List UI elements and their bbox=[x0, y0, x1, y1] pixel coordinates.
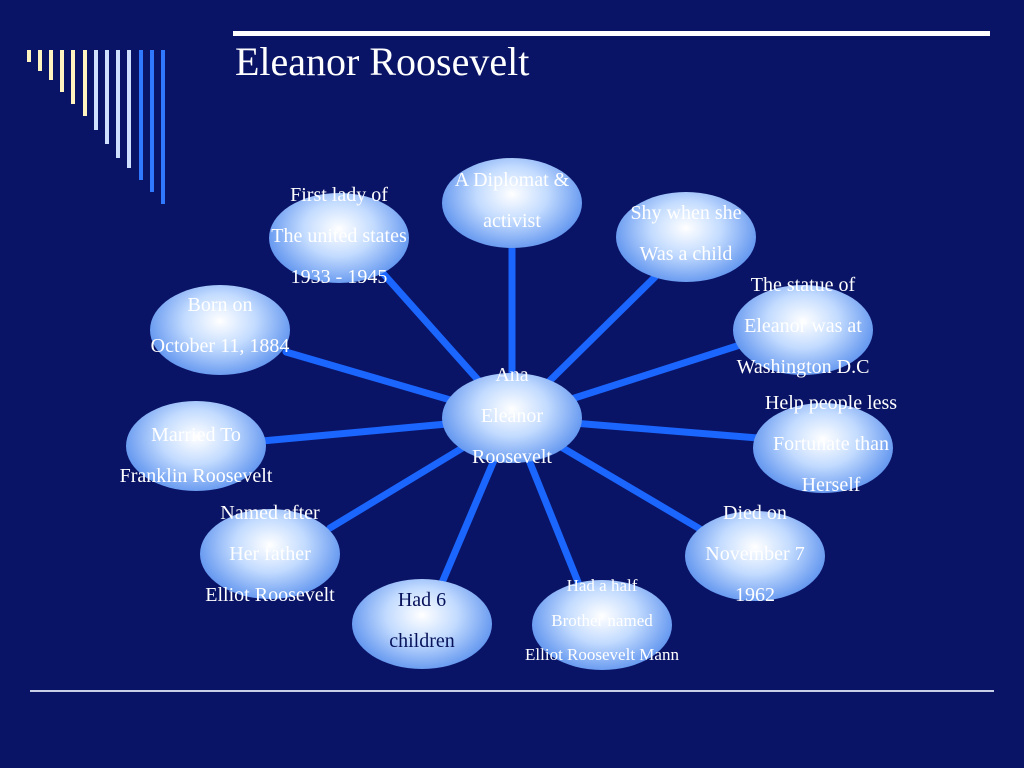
decorative-stripes bbox=[0, 0, 180, 210]
bubble-married bbox=[126, 401, 266, 491]
node-line: Fortunate than bbox=[772, 433, 890, 455]
node-label-statue: The statue of Eleanor was at Washington … bbox=[703, 265, 903, 388]
node-line: Her father bbox=[229, 543, 311, 565]
bottom-rule bbox=[30, 690, 994, 692]
node-line: Shy when she bbox=[630, 202, 742, 224]
deco-stripe bbox=[127, 50, 131, 168]
node-line: November 7 bbox=[705, 543, 805, 565]
node-line: Had 6 bbox=[397, 589, 447, 611]
bubble-children bbox=[352, 579, 492, 669]
node-label-half-brother: Had a half Brother named Elliot Roosevel… bbox=[492, 569, 712, 673]
bubble-statue bbox=[733, 285, 873, 375]
node-label-help: Help people less Fortunate than Herself bbox=[721, 383, 941, 506]
deco-stripe bbox=[105, 50, 109, 144]
slide-title: Eleanor Roosevelt bbox=[235, 39, 530, 84]
node-line: Was a child bbox=[639, 243, 733, 265]
center-line: Ana bbox=[495, 364, 529, 386]
node-line: Eleanor was at bbox=[744, 315, 862, 337]
node-line: October 11, 1884 bbox=[150, 335, 290, 357]
node-label-shy: Shy when she Was a child bbox=[596, 193, 776, 275]
top-rule bbox=[233, 31, 990, 36]
node-line: Help people less bbox=[764, 392, 898, 414]
deco-stripe bbox=[49, 50, 53, 80]
node-label-named: Named after Her father Elliot Roosevelt bbox=[170, 493, 370, 616]
node-line: The statue of bbox=[750, 274, 856, 296]
deco-stripe bbox=[116, 50, 120, 158]
bubble-born bbox=[150, 285, 290, 375]
deco-stripe bbox=[150, 50, 154, 192]
bubble-half-brother bbox=[532, 580, 672, 670]
bubble-diplomat bbox=[442, 158, 582, 248]
node-label-diplomat: A Diplomat & activist bbox=[422, 160, 602, 242]
node-line: Died on bbox=[723, 502, 787, 524]
center-line: Eleanor bbox=[480, 405, 544, 427]
node-line: Elliot Roosevelt Mann bbox=[525, 645, 679, 664]
bubble-died bbox=[685, 511, 825, 601]
node-line: Washington D.C bbox=[736, 356, 870, 378]
deco-stripe bbox=[27, 50, 31, 62]
bubble-shy bbox=[616, 192, 756, 282]
deco-stripe bbox=[161, 50, 165, 204]
deco-stripe bbox=[60, 50, 64, 92]
node-line: Franklin Roosevelt bbox=[119, 465, 273, 487]
deco-stripe bbox=[71, 50, 75, 104]
bubble-help bbox=[753, 403, 893, 493]
node-line: 1933 - 1945 bbox=[290, 266, 388, 288]
node-line: Elliot Roosevelt bbox=[205, 584, 335, 606]
node-line: 1962 bbox=[735, 584, 775, 606]
bubble-named bbox=[200, 509, 340, 599]
deco-stripe bbox=[83, 50, 87, 116]
node-line: Had a half bbox=[566, 576, 638, 595]
node-line: Herself bbox=[801, 474, 861, 496]
node-line: First lady of bbox=[290, 184, 388, 206]
node-line: Born on bbox=[187, 294, 253, 316]
node-line: children bbox=[389, 630, 455, 652]
node-line: activist bbox=[483, 210, 541, 232]
node-label-married: Married To Franklin Roosevelt bbox=[86, 415, 306, 497]
center-bubble bbox=[442, 373, 582, 463]
node-line: Named after bbox=[220, 502, 320, 524]
deco-stripe bbox=[38, 50, 42, 71]
bubble-first-lady bbox=[269, 193, 409, 283]
node-line: Brother named bbox=[551, 610, 653, 630]
node-line: A Diplomat & bbox=[454, 169, 570, 191]
deco-stripe bbox=[94, 50, 98, 130]
node-line: The united states bbox=[271, 225, 407, 247]
node-label-first-lady: First lady of The united states 1933 - 1… bbox=[229, 175, 449, 298]
node-label-born: Born on October 11, 1884 bbox=[110, 285, 330, 367]
node-line: Married To bbox=[151, 424, 241, 446]
center-line: Roosevelt bbox=[472, 446, 552, 468]
deco-stripe bbox=[139, 50, 143, 180]
node-label-died: Died on November 7 1962 bbox=[665, 493, 845, 616]
center-label: Ana Eleanor Roosevelt bbox=[432, 355, 592, 478]
node-label-children: Had 6 children bbox=[342, 580, 502, 662]
